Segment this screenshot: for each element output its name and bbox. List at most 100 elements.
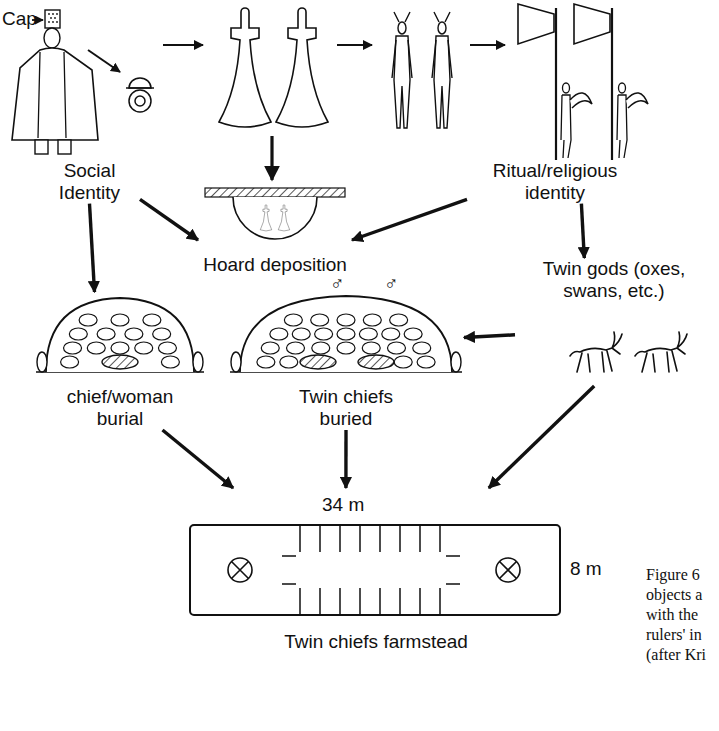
flow-arrow — [344, 430, 347, 488]
chief-figure — [12, 10, 98, 154]
caption-fragment: with the — [646, 606, 698, 624]
hoard-pit — [260, 205, 271, 231]
twin-halberds — [518, 4, 648, 160]
hoard-pit — [278, 205, 289, 231]
flow-arrow — [90, 204, 95, 292]
mound-stones — [257, 314, 435, 368]
mound-stones — [312, 342, 330, 354]
caption-fragment: objects a — [646, 586, 702, 604]
mound-stones — [61, 356, 79, 368]
chief-figure — [12, 48, 98, 140]
cap-dots — [50, 17, 52, 19]
farmstead-plan — [228, 558, 252, 582]
mound-stones — [161, 356, 179, 368]
mound-stones — [143, 314, 161, 326]
mound-stones — [270, 328, 288, 340]
mound-stones — [87, 342, 105, 354]
mound-stones — [261, 342, 279, 354]
caption-fragment: (after Kri — [646, 646, 706, 664]
twin-axes — [276, 8, 328, 127]
object-chain-arrow — [88, 50, 120, 72]
post-row — [359, 525, 361, 552]
farmstead-plan — [190, 525, 560, 615]
cap-dots — [52, 21, 54, 23]
post-row — [319, 588, 321, 615]
burial-mound — [102, 355, 138, 369]
flow-arrow — [581, 204, 584, 258]
post-row — [439, 588, 441, 615]
burial-mound — [46, 298, 194, 372]
mound-stones — [394, 356, 412, 368]
mound-stones — [359, 328, 377, 340]
node-label: Hoard deposition — [201, 254, 349, 276]
cap-dots — [56, 21, 58, 23]
cap-dots — [56, 13, 58, 15]
mound-stones — [97, 328, 115, 340]
node-label: Ritual/religious identity — [468, 160, 642, 204]
mound-stones — [125, 328, 143, 340]
disc-object — [129, 78, 151, 88]
mound-stones — [111, 342, 129, 354]
twin-figurines — [432, 12, 452, 128]
cap-dots — [48, 13, 58, 23]
chief-figure — [38, 52, 66, 138]
twin-halberds — [574, 4, 648, 160]
chief-figure — [35, 140, 48, 154]
twin-axes — [219, 8, 271, 127]
mound-stones — [79, 314, 97, 326]
cap-dots — [54, 17, 56, 19]
post-row — [399, 588, 401, 615]
hoard-pit — [205, 188, 345, 239]
hoard-pit — [233, 197, 317, 239]
concept-node: Hoard deposition — [198, 186, 352, 276]
cap-dots — [48, 21, 50, 23]
disc-object — [129, 90, 151, 112]
post-row — [379, 588, 381, 615]
burial-mound — [193, 352, 203, 372]
post-row — [379, 525, 381, 552]
flow-arrow — [464, 335, 515, 338]
chief-figure — [45, 10, 60, 28]
mound-stones — [69, 328, 87, 340]
farmstead-plan — [190, 525, 560, 615]
twin-animals — [570, 332, 687, 372]
twin-figurines — [392, 12, 412, 128]
twin-burial-mound — [300, 355, 336, 369]
post-row — [419, 525, 421, 552]
diagram-label: 34 m — [322, 494, 364, 516]
mound-stones — [287, 342, 305, 354]
concept-node: Social Identity — [39, 160, 140, 204]
farmstead-plan — [500, 562, 517, 579]
post-row — [299, 525, 301, 552]
mound-stones — [284, 314, 302, 326]
chief-figure — [58, 140, 71, 154]
burial-mound — [37, 352, 47, 372]
diagram-label: ♂ — [330, 273, 344, 295]
mound-stones — [337, 314, 355, 326]
burial-mound — [36, 298, 204, 372]
twin-burial-mound — [230, 296, 462, 372]
twin-burial-mound — [358, 355, 394, 369]
cap-dots — [48, 13, 50, 15]
hoard-arrow — [270, 136, 273, 180]
node-label: Twin gods (oxes, swans, etc.) — [522, 258, 706, 302]
concept-node: Ritual/religious identity — [467, 160, 643, 204]
object-chain-arrow — [470, 44, 505, 46]
mound-stones — [111, 314, 129, 326]
disc-object — [126, 78, 154, 112]
post-row — [300, 525, 440, 615]
hoard-arrow — [272, 136, 273, 180]
mound-stones — [387, 342, 405, 354]
twin-animals — [635, 332, 687, 372]
twin-burial-mound — [231, 352, 241, 372]
caption-fragment: Figure 6 — [646, 566, 700, 584]
mound-stones — [362, 342, 380, 354]
mound-stones — [292, 328, 310, 340]
mound-stones — [280, 356, 298, 368]
mound-stones — [135, 342, 153, 354]
mound-stones — [257, 356, 275, 368]
node-label: chief/woman burial — [56, 386, 185, 430]
mound-stones — [390, 314, 408, 326]
mound-stones — [417, 356, 435, 368]
